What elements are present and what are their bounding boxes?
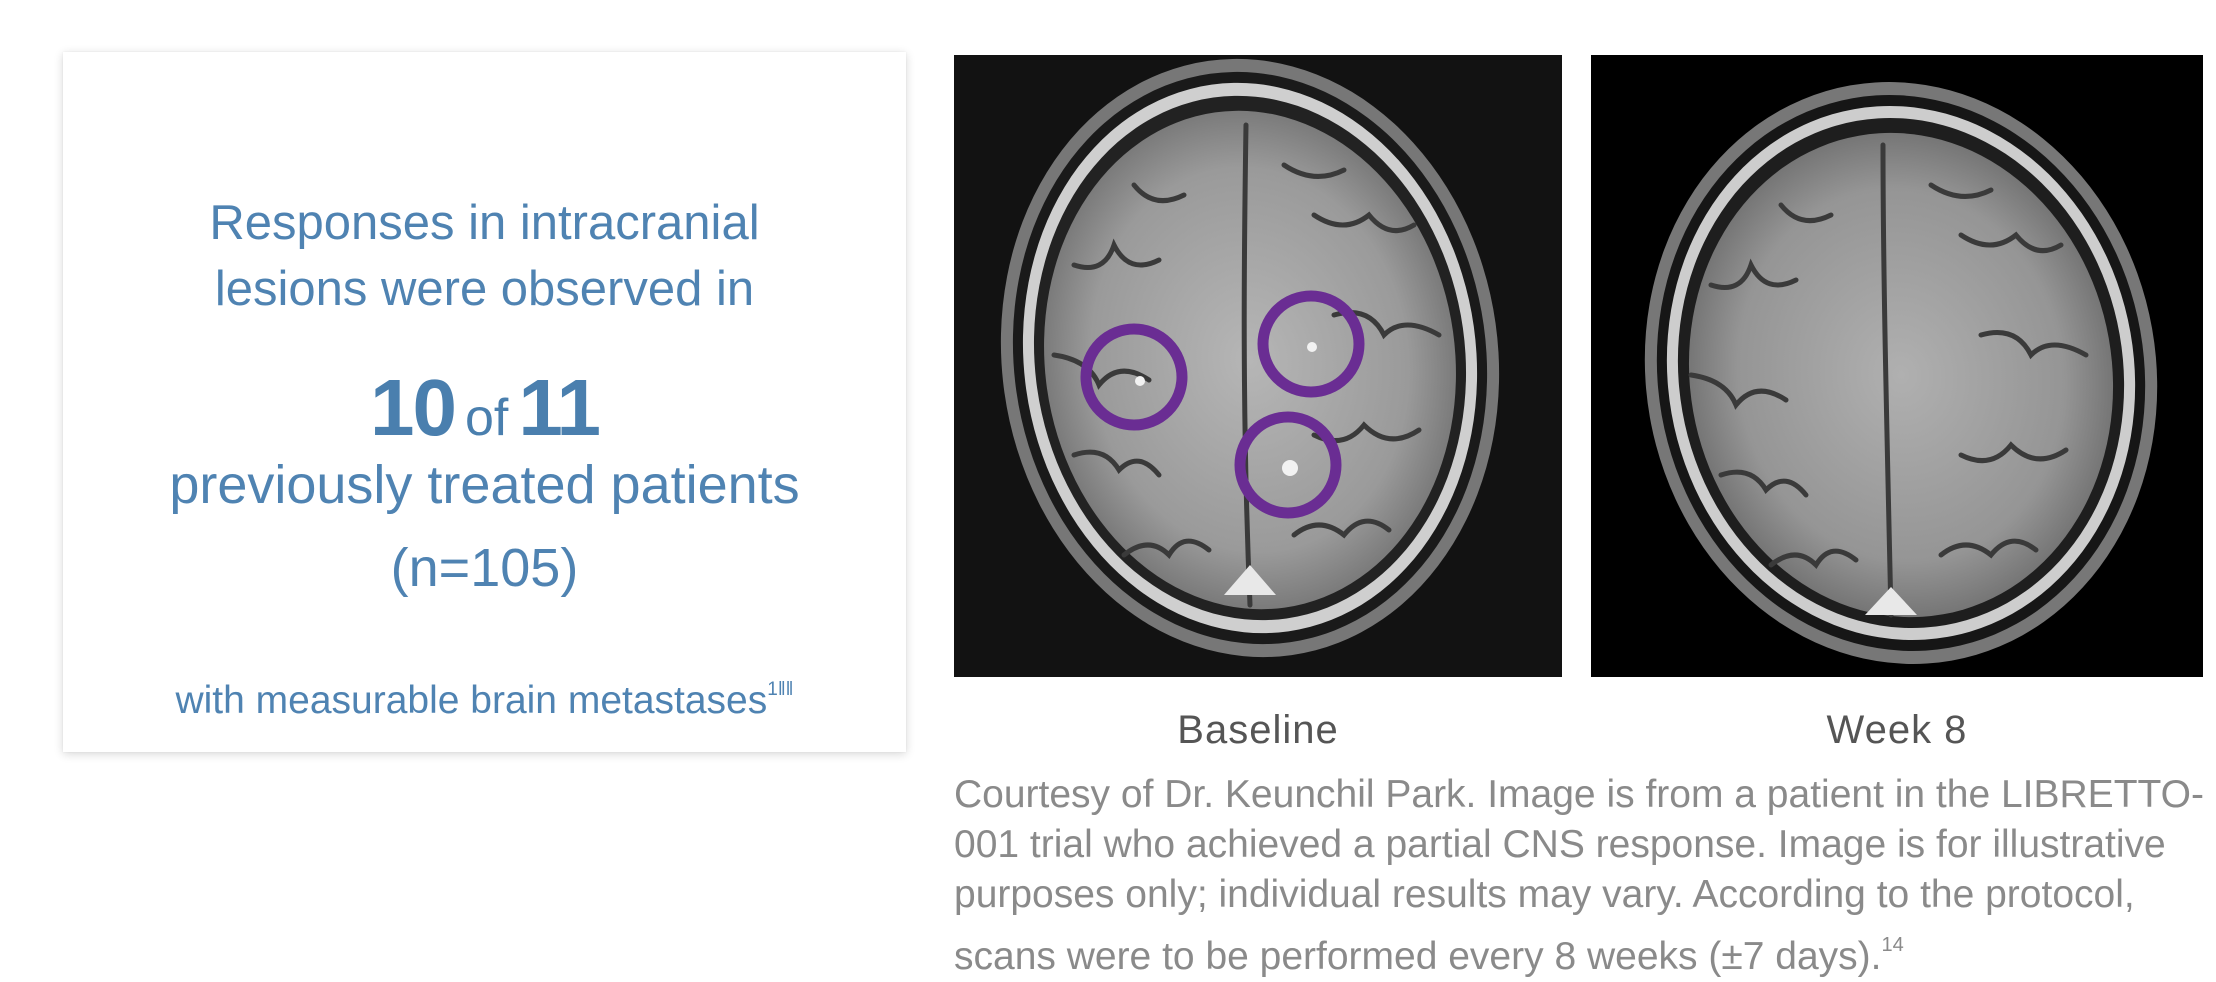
stat-denominator: 11 xyxy=(518,363,601,452)
sample-size: (n=105) xyxy=(390,538,579,598)
baseline-label: Baseline xyxy=(1177,708,1339,752)
caption-footnote-ref: 14 xyxy=(1881,934,1904,956)
baseline-mri-image xyxy=(954,55,1562,677)
stat-of: of xyxy=(465,389,509,447)
image-caption: Courtesy of Dr. Keunchil Park. Image is … xyxy=(954,770,2216,982)
footnote-ref: 1‖‖ xyxy=(767,679,794,700)
stat-numerator: 10 xyxy=(370,363,457,452)
week8-mri-image xyxy=(1591,55,2203,677)
intro-text: Responses in intracranial lesions were o… xyxy=(63,190,906,322)
intro-line-1: Responses in intracranial xyxy=(209,196,760,250)
response-summary-card: Responses in intracranial lesions were o… xyxy=(63,52,906,752)
patients-text: previously treated patients xyxy=(169,455,800,515)
caption-text: Courtesy of Dr. Keunchil Park. Image is … xyxy=(954,773,2204,978)
measurable-label: with measurable brain metastases xyxy=(175,679,768,722)
intro-line-2: lesions were observed in xyxy=(214,262,755,316)
measurable-text: with measurable brain metastases1‖‖ xyxy=(63,666,906,725)
week8-label: Week 8 xyxy=(1826,708,1968,752)
